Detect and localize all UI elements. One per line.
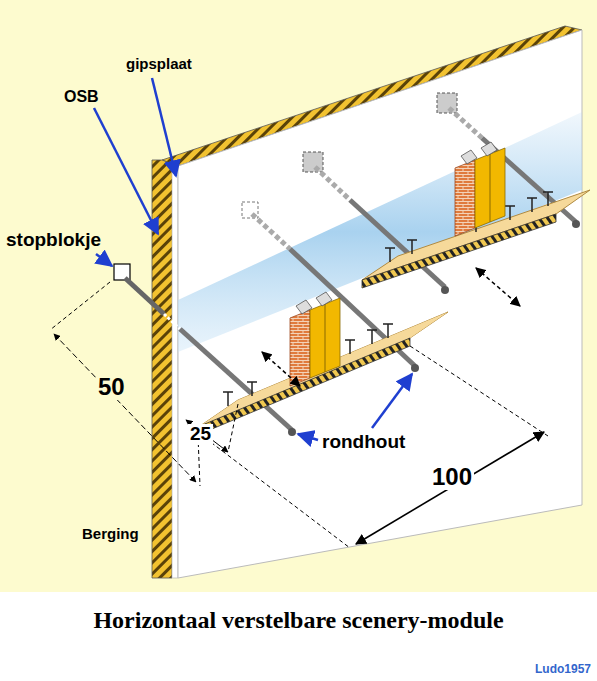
part-label: stopblokje <box>4 230 103 251</box>
rod-end <box>441 286 449 294</box>
plasterboard <box>172 166 178 578</box>
dimension-lines <box>50 282 548 548</box>
material-label: OSB <box>62 88 101 106</box>
rod <box>315 167 350 200</box>
wall-face <box>178 30 582 578</box>
dimension-label: 100 <box>430 464 474 490</box>
movement-arrow <box>262 352 300 386</box>
room-label: Berging <box>80 526 141 543</box>
rod-end <box>411 364 419 372</box>
rod-end <box>288 428 296 436</box>
rod <box>252 214 290 249</box>
watermark: Ludo1957 <box>533 663 593 676</box>
caption: Horizontaal verstelbare scenery-module <box>0 607 597 634</box>
stop-block <box>437 93 457 113</box>
dimension-label: 50 <box>96 374 127 400</box>
dimension-label: 25 <box>188 424 213 445</box>
osb-board <box>152 160 178 578</box>
background <box>0 0 597 592</box>
building-flat <box>455 142 505 236</box>
sky-band <box>178 112 582 352</box>
rod <box>449 108 482 138</box>
leader-lines <box>94 78 412 440</box>
rod <box>125 278 164 314</box>
rod-end <box>572 220 580 228</box>
building-flat <box>290 292 340 386</box>
caption-band <box>0 592 597 681</box>
part-label: rondhout <box>320 432 407 453</box>
material-label: gipsplaat <box>124 56 194 73</box>
nails <box>223 192 553 406</box>
rods <box>125 108 576 430</box>
rod <box>164 314 180 329</box>
movement-arrow <box>476 268 520 306</box>
stop-block <box>303 152 323 172</box>
